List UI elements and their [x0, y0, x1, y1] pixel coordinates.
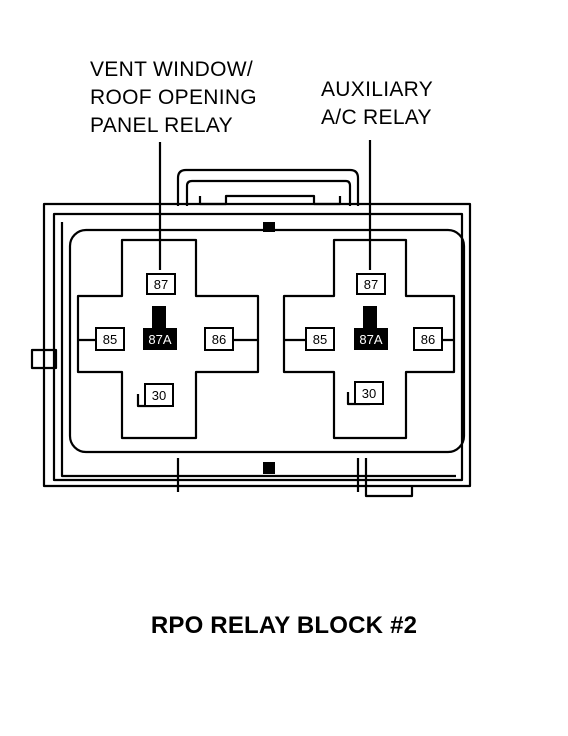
left-relay-label-line-3: PANEL RELAY	[90, 114, 233, 137]
left-pin-86: 86	[212, 332, 226, 347]
left-pin-87: 87	[154, 277, 168, 292]
left-relay-label-line-2: ROOF OPENING	[90, 86, 257, 109]
right-pin-85-box	[305, 327, 335, 351]
left-relay-socket	[76, 238, 260, 440]
right-pin-87-box	[356, 273, 386, 295]
left-relay-bar	[152, 306, 166, 328]
left-pin-85: 85	[103, 332, 117, 347]
top-key	[263, 222, 275, 232]
top-tab-inner	[185, 179, 352, 206]
bottom-tab-right	[364, 458, 414, 498]
right-relay-socket	[282, 238, 456, 440]
housing-inner-rim	[60, 222, 456, 478]
right-pin-87: 87	[364, 277, 378, 292]
right-pin-86: 86	[421, 332, 435, 347]
left-pin-85-box	[95, 327, 125, 351]
left-pin-30: 30	[152, 388, 166, 403]
bottom-key	[263, 462, 275, 474]
left-pin-30-box	[144, 383, 174, 407]
left-pin-86-box	[204, 327, 234, 351]
right-relay-pins: 87 87A 85 86 30	[305, 273, 443, 405]
left-pin-87a-box	[143, 328, 177, 350]
right-relay-label-line-1: AUXILIARY	[321, 78, 434, 101]
top-tab-outer	[176, 168, 360, 206]
housing-outer-rim	[52, 212, 464, 482]
bottom-tab-sides	[176, 458, 360, 492]
left-pin-87a: 87A	[148, 332, 171, 347]
right-pin-87a: 87A	[359, 332, 382, 347]
left-relay-pins: 87 87A 85 86 30	[95, 273, 234, 407]
right-pin-30-box	[354, 381, 384, 405]
side-connector	[30, 348, 58, 370]
left-relay-label-line-1: VENT WINDOW/	[90, 58, 254, 81]
right-pin-86-box	[413, 327, 443, 351]
top-tab-notch	[198, 194, 342, 206]
right-relay-label-line-2: A/C RELAY	[321, 106, 432, 129]
housing-outer	[42, 202, 472, 488]
right-pin-87a-box	[354, 328, 388, 350]
diagram-caption: RPO RELAY BLOCK #2	[150, 612, 418, 639]
left-pin-87-box	[146, 273, 176, 295]
right-relay-bar	[363, 306, 377, 328]
right-pin-85: 85	[313, 332, 327, 347]
right-pin-30: 30	[362, 386, 376, 401]
